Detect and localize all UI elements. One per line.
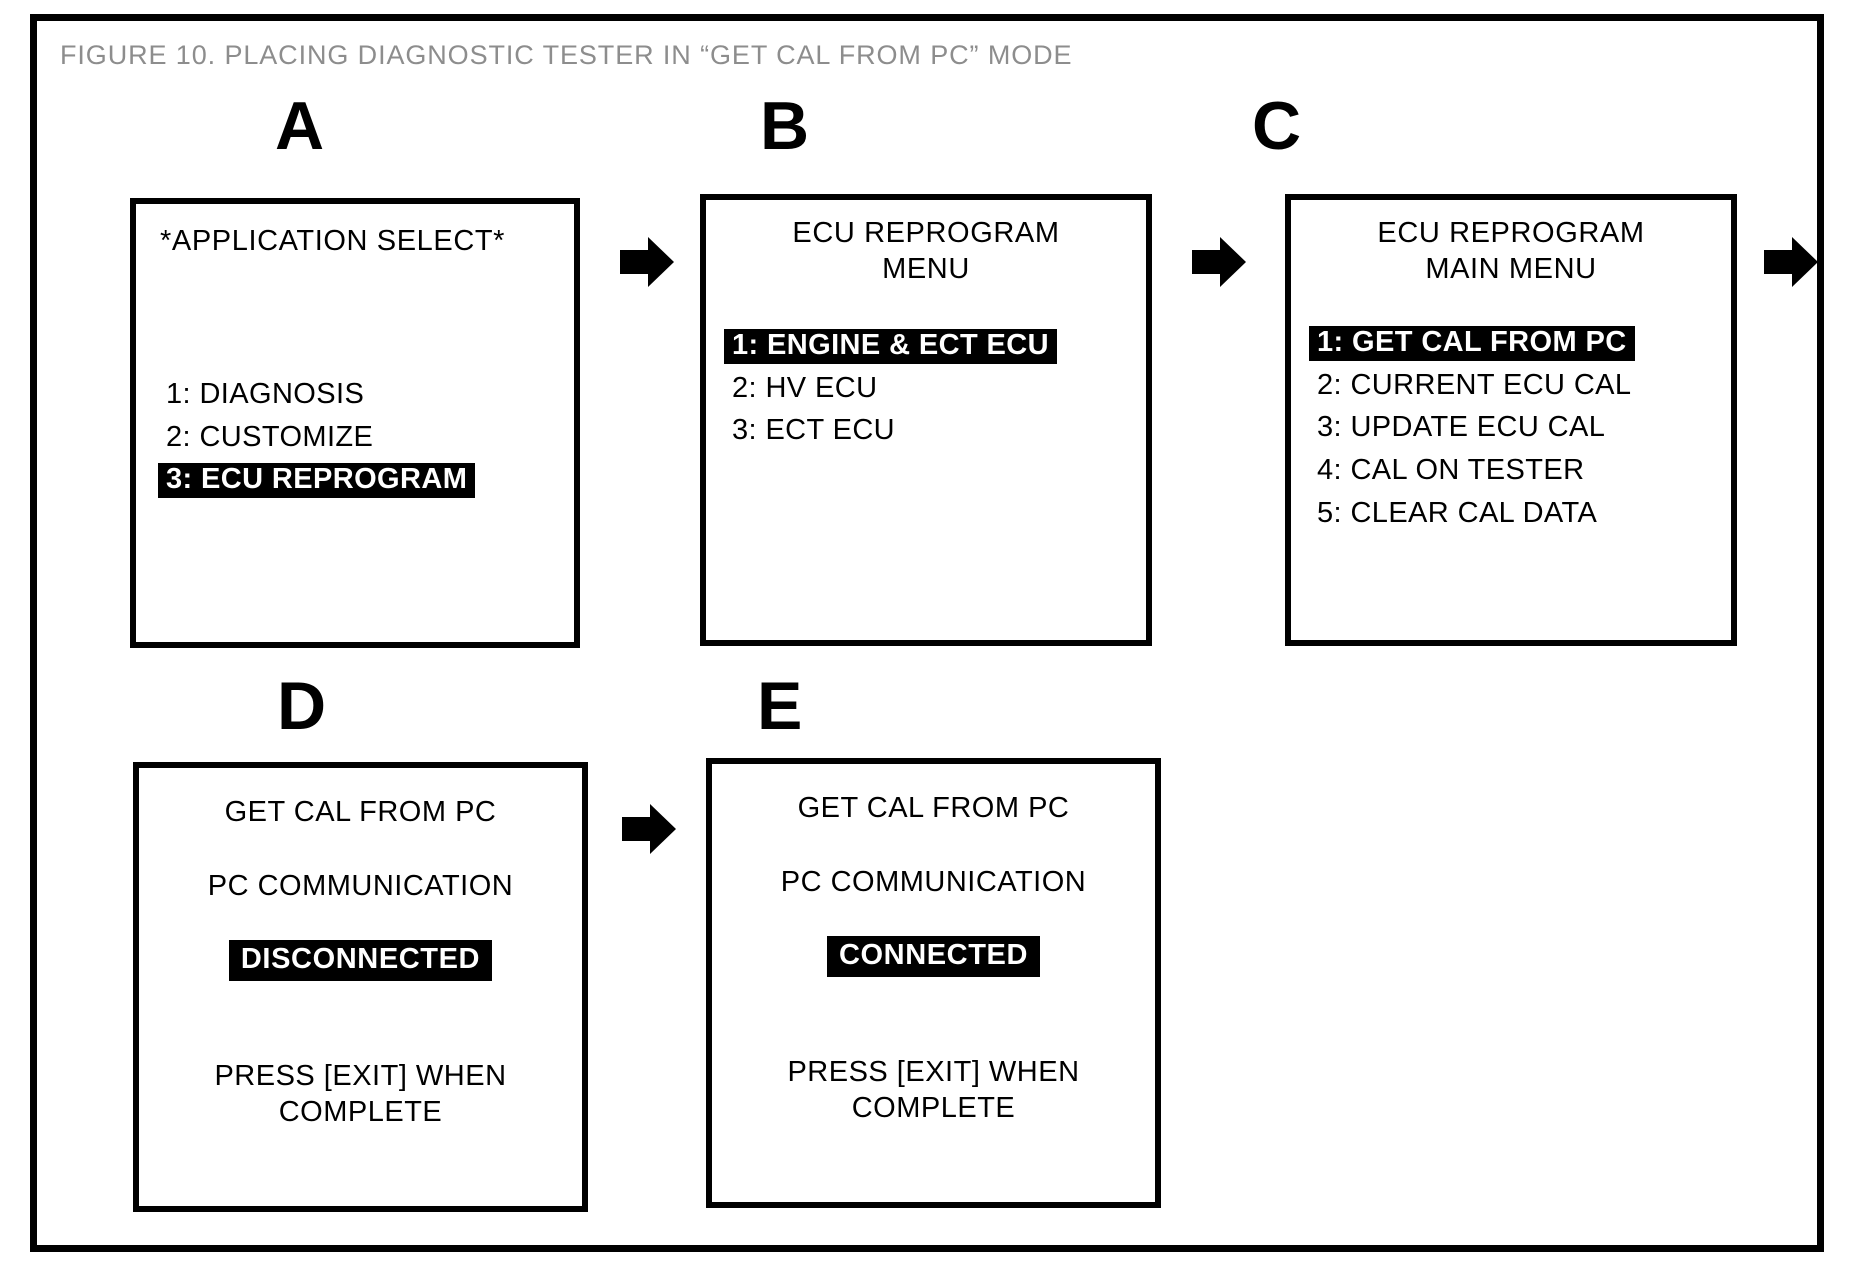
- panel-letter-c: C: [1252, 88, 1302, 164]
- panel-letter-a: A: [275, 88, 325, 164]
- menu-item-engine-ect-ecu[interactable]: 1: ENGINE & ECT ECU: [724, 325, 1146, 368]
- screen-panel-c: ECU REPROGRAM MAIN MENU 1: GET CAL FROM …: [1285, 194, 1737, 646]
- panel-letter-e: E: [757, 668, 803, 744]
- menu-item-current-ecu-cal[interactable]: 2: CURRENT ECU CAL: [1317, 368, 1632, 401]
- panel-a-menu: 1: DIAGNOSIS 2: CUSTOMIZE 3: ECU REPROGR…: [136, 374, 574, 502]
- screen-panel-d: GET CAL FROM PC PC COMMUNICATION DISCONN…: [133, 762, 588, 1212]
- panel-d-status-badge-wrap: DISCONNECTED: [139, 940, 582, 981]
- panel-c-header-line2: MAIN MENU: [1425, 253, 1597, 285]
- panel-a-header-line1: *APPLICATION SELECT*: [160, 225, 506, 257]
- screen-panel-a: *APPLICATION SELECT* 1: DIAGNOSIS 2: CUS…: [130, 198, 580, 648]
- panel-b-menu: 1: ENGINE & ECT ECU 2: HV ECU 3: ECT ECU: [706, 325, 1146, 453]
- menu-item-get-cal-from-pc[interactable]: 1: GET CAL FROM PC: [1309, 322, 1731, 365]
- menu-item-clear-cal-data[interactable]: 5: CLEAR CAL DATA: [1317, 496, 1598, 529]
- menu-item-ect-ecu[interactable]: 3: ECT ECU: [732, 414, 896, 447]
- status-badge-disconnected: DISCONNECTED: [228, 940, 493, 981]
- arrow-c-to-d: [1762, 233, 1820, 291]
- panel-b-header-line1: ECU REPROGRAM: [792, 217, 1060, 249]
- menu-item-customize[interactable]: 2: CUSTOMIZE: [166, 420, 374, 453]
- panel-c-header-line1: ECU REPROGRAM: [1377, 217, 1645, 249]
- panel-d-header-line1: GET CAL FROM PC: [224, 796, 497, 828]
- menu-item-hv-ecu[interactable]: 2: HV ECU: [732, 371, 878, 404]
- panel-e-footer-line2: COMPLETE: [851, 1092, 1016, 1124]
- panel-d-footer-line2: COMPLETE: [278, 1096, 443, 1128]
- panel-c-menu: 1: GET CAL FROM PC 2: CURRENT ECU CAL 3:…: [1291, 322, 1731, 536]
- arrow-a-to-b: [618, 233, 676, 291]
- figure-title: FIGURE 10. PLACING DIAGNOSTIC TESTER IN …: [60, 40, 1073, 70]
- panel-e-footer-line1: PRESS [EXIT] WHEN: [787, 1056, 1080, 1088]
- menu-item-ecu-reprogram[interactable]: 3: ECU REPROGRAM: [158, 459, 574, 502]
- menu-item-update-ecu-cal[interactable]: 3: UPDATE ECU CAL: [1317, 411, 1606, 444]
- panel-letter-b: B: [760, 88, 810, 164]
- screen-panel-e: GET CAL FROM PC PC COMMUNICATION CONNECT…: [706, 758, 1161, 1208]
- arrow-b-to-c: [1190, 233, 1248, 291]
- panel-d-status-label: PC COMMUNICATION: [207, 870, 514, 902]
- panel-d-footer-line1: PRESS [EXIT] WHEN: [214, 1060, 507, 1092]
- menu-item-diagnosis[interactable]: 1: DIAGNOSIS: [166, 378, 365, 410]
- panel-b-header-line2: MENU: [882, 253, 970, 285]
- menu-item-cal-on-tester[interactable]: 4: CAL ON TESTER: [1317, 454, 1585, 487]
- screen-panel-b: ECU REPROGRAM MENU 1: ENGINE & ECT ECU 2…: [700, 194, 1152, 646]
- panel-e-status-badge-wrap: CONNECTED: [712, 936, 1155, 977]
- panel-letter-d: D: [277, 668, 327, 744]
- panel-e-status-label: PC COMMUNICATION: [780, 866, 1087, 898]
- panel-e-header-line1: GET CAL FROM PC: [797, 792, 1070, 824]
- arrow-d-to-e: [620, 800, 678, 858]
- status-badge-connected: CONNECTED: [826, 936, 1041, 977]
